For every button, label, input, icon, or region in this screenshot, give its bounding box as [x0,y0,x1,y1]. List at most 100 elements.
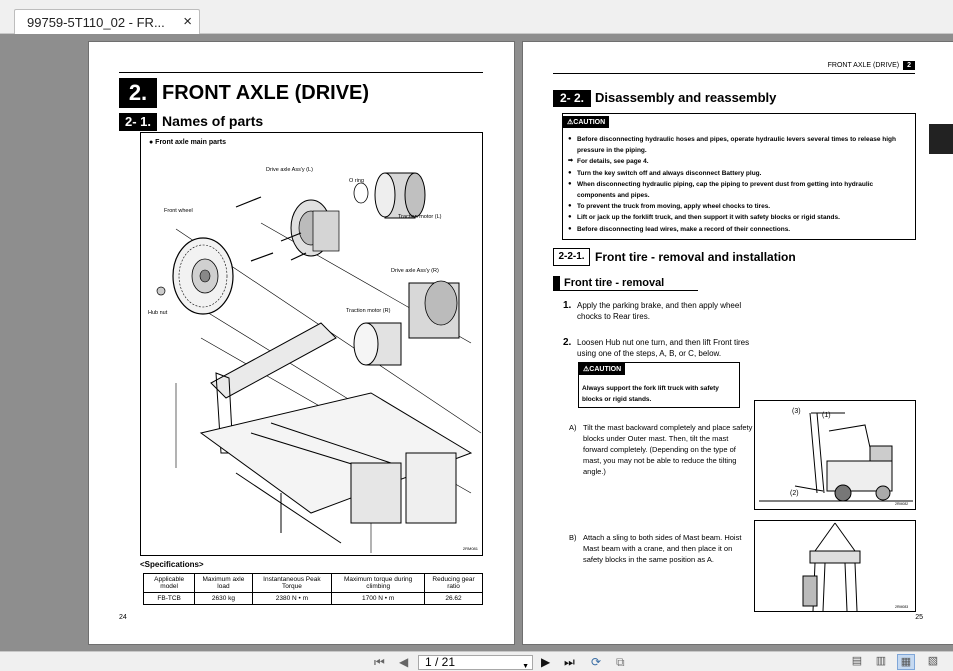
page-number: 25 [915,614,923,621]
table-header: Maximum torque during climbing [331,573,426,593]
step-number: 1. [563,300,572,311]
axle-exploded-drawing [156,172,482,553]
list-item: Before disconnecting lead wires, make a … [568,224,911,235]
inline-caution-text: Always support the fork lift truck with … [582,385,719,403]
page-number-value: 1 / 21 [425,655,456,669]
chapter-title: FRONT AXLE (DRIVE) [162,82,370,104]
header-rule [553,73,915,74]
section-title: Disassembly and reassembly [595,90,777,105]
chevron-down-icon[interactable]: ▼ [522,663,529,670]
specifications-heading: <Specifications> [140,560,204,569]
exploded-diagram: ● Front axle main parts [140,132,483,556]
step-2: 2. Loosen Hub nut one turn, and then lif… [563,337,757,359]
truck-frame-drawing [199,322,473,544]
label-traction-motor-l: Traction motor (L) [398,214,442,220]
copy-icon[interactable]: ⧉ [616,655,625,669]
table-header: Maximum axle load [194,573,253,593]
figure-caption: ● Front axle main parts [149,139,226,146]
list-item: Lift or jack up the forklift truck, and … [568,212,911,223]
callout-2: (2) [790,490,799,497]
caution-badge: ⚠CAUTION [563,116,610,128]
drive-axle-r-drawing [408,280,460,339]
substep-text: Tilt the mast backward completely and pl… [583,423,753,476]
list-item: For details, see page 4. [568,156,911,167]
document-viewer[interactable]: 2. FRONT AXLE (DRIVE) 2- 1. Names of par… [0,34,953,651]
callout-1: (1) [822,412,831,419]
page-number: 24 [119,614,127,621]
table-cell: FB-TCB [142,592,196,605]
mast-sling-illustration: 2RM083 [754,520,916,612]
label-drive-axle-l: Drive axle Ass'y (L) [266,167,313,173]
mast-sling-drawing: 2RM083 [802,522,908,612]
table-row: FB-TCB 2630 kg 2380 N • m 1700 N • m 26.… [142,592,483,605]
two-page-view-icon[interactable]: ▦ [897,654,915,670]
step-number: 2. [563,337,572,348]
illustration-code: 2RM083 [895,605,908,609]
section-number: 2- 1. [119,113,157,131]
front-wheel-drawing [172,237,234,315]
single-page-view-icon[interactable]: ▤ [851,655,863,667]
prev-page-icon[interactable]: ◀ [399,655,409,669]
subsection-number: 2-2-1. [553,248,590,266]
warning-icon: ⚠ [567,119,574,126]
label-o-ring: O ring [349,178,364,184]
label-front-wheel: Front wheel [164,208,193,214]
label-drive-axle-r: Drive axle Ass'y (R) [391,268,439,274]
chapter-number: 2. [119,78,157,108]
table-header: Applicable model [142,573,196,593]
document-tab[interactable]: 99759-5T110_02 - FR... × [14,9,200,35]
forklift-tilt-illustration: (3) (1) (2) 2RM082 [754,400,916,510]
substep-label: B) [569,533,577,542]
step-text: Loosen Hub nut one turn, and then lift F… [577,338,750,358]
scroll-indicator[interactable] [929,124,953,154]
next-page-icon[interactable]: ▶ [541,655,551,669]
list-item: Turn the key switch off and always disco… [568,168,911,179]
caution-label: CAUTION [573,119,606,126]
drive-axle-l-drawing [290,199,340,257]
tab-close-icon[interactable]: × [183,13,192,30]
list-item: To prevent the truck from moving, apply … [568,201,911,212]
bottom-toolbar: ⏮ ◀ 1 / 21 ▼ ▶ ⏭ ⟳ ⧉ ▤ ▥ ▦ ▧ [0,651,953,671]
section-title: Names of parts [162,113,264,129]
header-rule [119,72,483,73]
table-header: Instantaneous Peak Torque [251,573,333,593]
traction-motor-r-drawing [353,322,402,366]
tab-strip: 99759-5T110_02 - FR... × [0,0,953,35]
rotate-icon[interactable]: ⟳ [591,655,602,669]
step-text: Apply the parking brake, and then apply … [577,301,742,321]
page-25: FRONT AXLE (DRIVE)2 2- 2. Disassembly an… [523,42,953,644]
step-1: 1. Apply the parking brake, and then app… [563,300,757,322]
inline-caution-box: ⚠CAUTION Always support the fork lift tr… [578,362,740,408]
caution-label: CAUTION [589,366,622,373]
specifications-table: Applicable model Maximum axle load Insta… [142,573,483,605]
table-header-row: Applicable model Maximum axle load Insta… [142,573,483,593]
running-head-title: FRONT AXLE (DRIVE) [827,62,900,69]
caution-list: Before disconnecting hydraulic hoses and… [568,134,911,235]
procedure-title: Front tire - removal [553,276,698,291]
figure-code: 2RM081 [462,546,478,551]
list-item: When disconnecting hydraulic piping, cap… [568,179,911,201]
caution-badge: ⚠CAUTION [579,363,626,375]
section-number: 2- 2. [553,90,591,107]
illustration-code: 2RM082 [895,502,908,506]
hub-nut-drawing [156,286,166,296]
page-24: 2. FRONT AXLE (DRIVE) 2- 1. Names of par… [89,42,514,644]
continuous-view-icon[interactable]: ▥ [875,655,887,667]
two-page-continuous-view-icon[interactable]: ▧ [927,655,939,667]
substep-label: A) [569,423,577,432]
label-traction-motor-r: Traction motor (R) [346,308,391,314]
last-page-icon[interactable]: ⏭ [564,655,575,669]
substep-text: Attach a sling to both sides of Mast bea… [583,533,742,564]
first-page-icon[interactable]: ⏮ [374,655,385,669]
caution-box: ⚠CAUTION Before disconnecting hydraulic … [562,113,916,240]
label-hub-nut: Hub nut [148,310,168,316]
page-number-input[interactable]: 1 / 21 ▼ [418,655,533,670]
table-cell: 1700 N • m [331,592,426,605]
table-cell: 26.62 [424,592,483,605]
list-item: Before disconnecting hydraulic hoses and… [568,134,911,156]
table-cell: 2630 kg [194,592,253,605]
running-head-number: 2 [903,61,915,70]
tab-title: 99759-5T110_02 - FR... [27,15,165,30]
callout-3: (3) [792,408,801,415]
table-cell: 2380 N • m [251,592,333,605]
